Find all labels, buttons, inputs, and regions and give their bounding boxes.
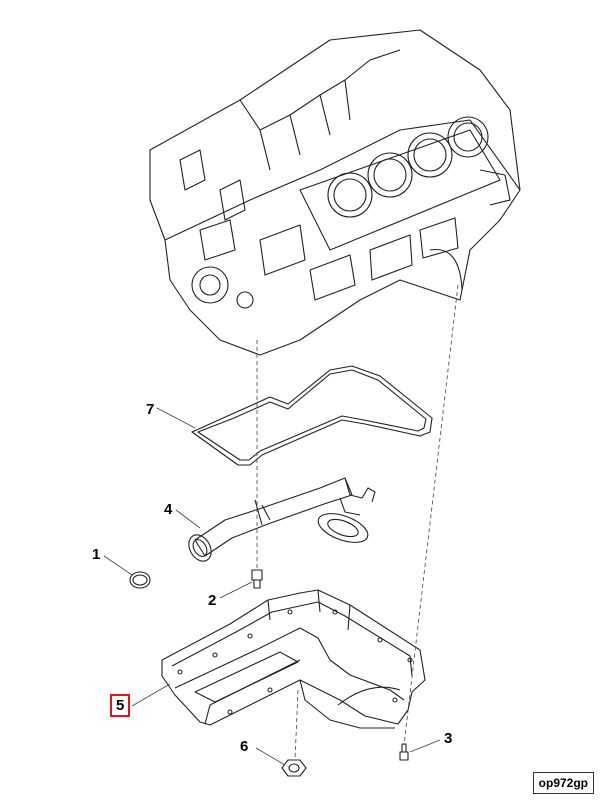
callout-4[interactable]: 4	[164, 501, 173, 518]
bolt-2	[251, 569, 263, 589]
callout-5[interactable]: 5	[110, 694, 131, 717]
reference-code: op972gp	[532, 772, 594, 794]
callout-6[interactable]: 6	[240, 738, 249, 755]
oil-pan-gasket	[191, 365, 433, 466]
bolt-3	[399, 743, 409, 761]
oil-pan	[161, 589, 426, 729]
callout-2[interactable]: 2	[208, 592, 217, 609]
drain-plug	[281, 759, 307, 777]
oil-pickup-tube	[188, 477, 376, 562]
engine-block	[149, 29, 521, 356]
o-ring	[129, 571, 151, 589]
callout-3[interactable]: 3	[444, 730, 453, 747]
callout-7[interactable]: 7	[146, 401, 155, 418]
leader-lines	[103, 284, 459, 766]
callout-1[interactable]: 1	[92, 546, 101, 563]
